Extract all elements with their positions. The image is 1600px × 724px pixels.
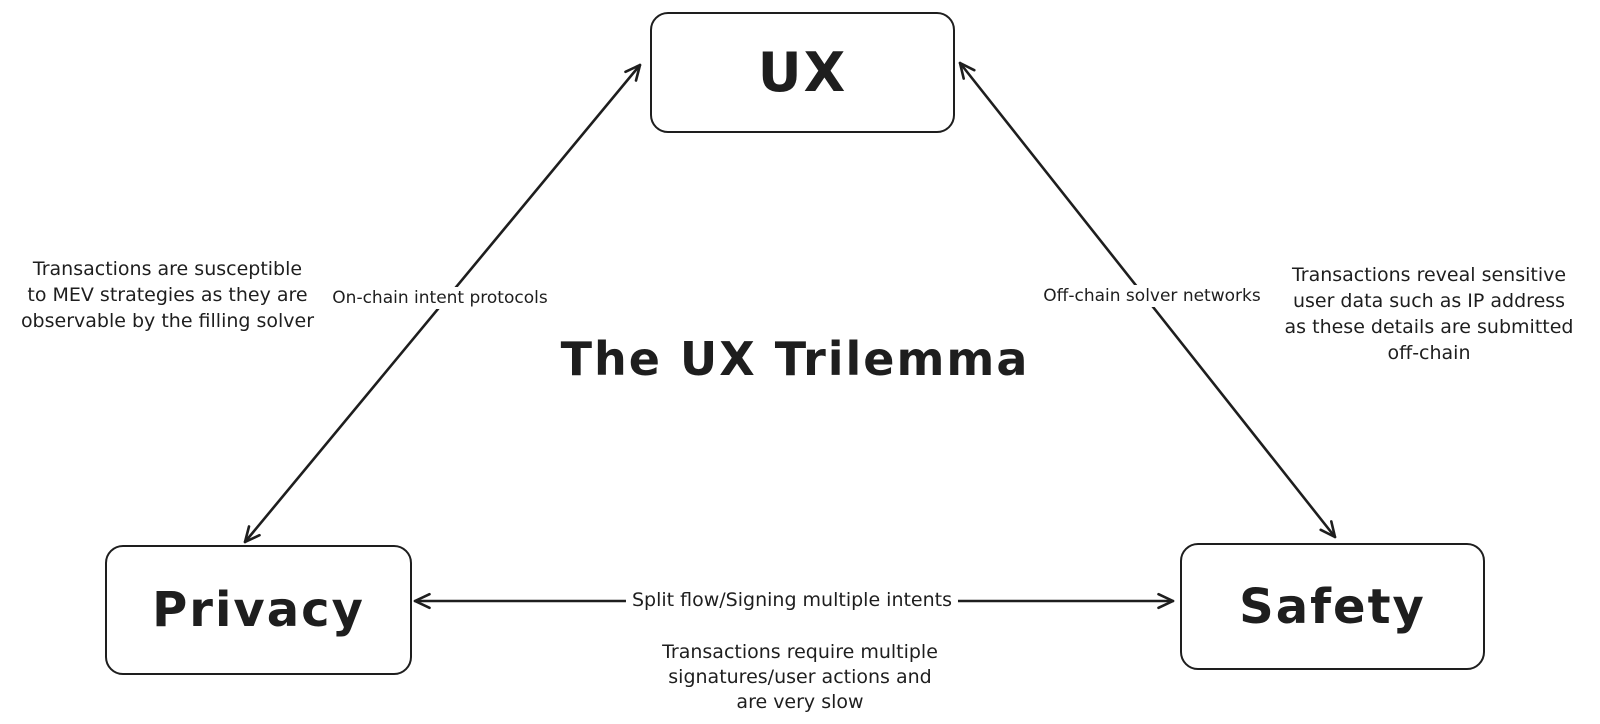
arrowhead-down-icon [1319,520,1337,539]
edge-label-ux-safety: Off-chain solver networks [1037,285,1267,307]
node-safety-label: Safety [1239,578,1426,635]
node-safety: Safety [1180,543,1485,670]
arrowhead-left-icon [413,592,431,610]
annotation-privacy-note: Transactions are susceptible to MEV stra… [20,258,315,332]
edge-label-privacy-ux: On-chain intent protocols [326,287,554,309]
arrowhead-up-icon [624,63,642,82]
arrowhead-up-icon [958,61,976,80]
node-ux: UX [650,12,955,133]
node-privacy-label: Privacy [152,582,365,638]
diagram-title: The UX Trilemma [560,332,1030,386]
edge-label-privacy-safety: Split flow/Signing multiple intents [625,588,959,612]
annotation-bottom-note: Transactions require multiple signatures… [662,641,938,713]
annotation-safety-note: Transactions reveal sensitive user data … [1284,264,1574,364]
node-privacy: Privacy [105,545,412,675]
node-ux-label: UX [757,41,848,104]
arrowhead-down-icon [243,525,261,544]
arrowhead-right-icon [1157,592,1175,610]
